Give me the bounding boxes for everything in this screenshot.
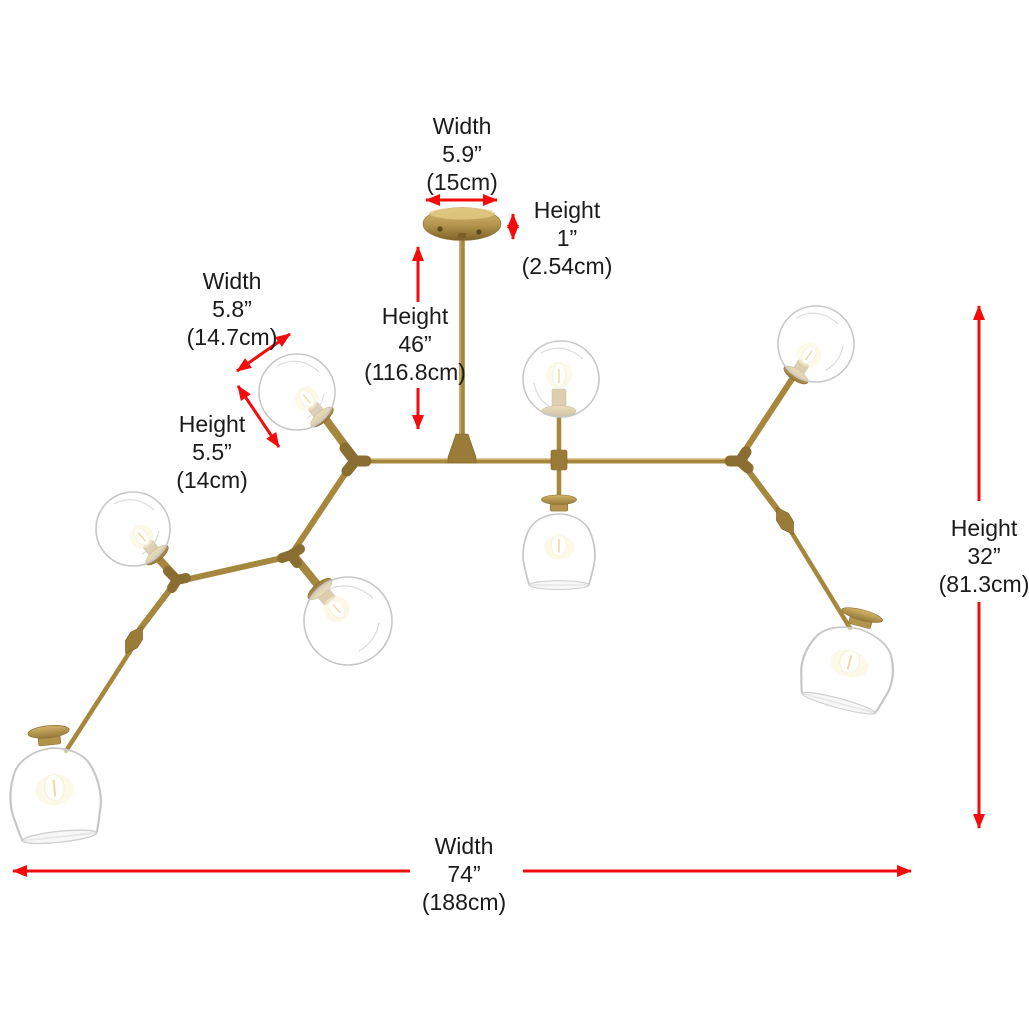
label-canopy-width: Width 5.9” (15cm)	[426, 112, 498, 196]
dim-inches: 5.5”	[192, 439, 232, 465]
label-shade-height: Height 5.5” (14cm)	[176, 410, 248, 494]
dim-metric: (14cm)	[176, 467, 248, 493]
glass-globe-upper-right	[777, 305, 855, 385]
bell-shade-bottom-left	[9, 725, 102, 845]
dim-type: Height	[533, 197, 601, 223]
canopy-screw	[437, 226, 443, 232]
swivel-connector-right	[776, 506, 794, 536]
arm-bottom-left-lower	[63, 647, 134, 754]
dim-metric: (188cm)	[421, 889, 507, 915]
arm-left-lower	[177, 553, 294, 584]
ceiling-canopy	[422, 207, 502, 241]
label-rod-height: Height 46” (116.8cm)	[364, 302, 466, 386]
label-canopy-height: Height 1” (2.54cm)	[522, 196, 613, 280]
label-fixture-height: Height 32” (81.3cm)	[939, 514, 1029, 598]
dim-inches: 1”	[556, 225, 578, 251]
glass-globe-mid-top	[522, 340, 600, 418]
bell-shade-mid-bottom	[522, 494, 596, 590]
swivel-connector-left	[125, 625, 143, 655]
bar-stem-collar	[550, 449, 568, 471]
dim-inches: 32”	[967, 543, 1001, 569]
arm-upper-right	[737, 370, 799, 461]
arrow-shade-width	[236, 332, 291, 373]
glass-globe-left	[95, 491, 171, 567]
joint-left-lower	[163, 566, 191, 593]
dim-inches: 5.9”	[442, 141, 482, 167]
dim-type: Height	[178, 411, 246, 437]
dim-metric: (15cm)	[426, 169, 498, 195]
label-shade-width: Width 5.8” (14.7cm)	[187, 267, 278, 351]
bell-shade-bottom-right	[800, 607, 894, 715]
dim-type: Width	[434, 833, 494, 859]
dim-metric: (81.3cm)	[938, 571, 1029, 597]
dimension-arrows	[12, 194, 985, 877]
branch-joints	[125, 442, 794, 655]
arm-left-branch	[290, 459, 356, 555]
arm-bottom-right-lower	[787, 527, 853, 631]
dim-inches: 5.8”	[212, 296, 252, 322]
dim-metric: (14.7cm)	[186, 324, 278, 350]
joint-left-y	[339, 442, 372, 477]
rod-bar-fitting	[447, 433, 477, 464]
joint-left-mid	[277, 544, 305, 568]
dim-inches: 74”	[447, 861, 481, 887]
dim-metric: (2.54cm)	[521, 253, 613, 279]
dim-type: Width	[432, 113, 492, 139]
canopy-screw	[476, 229, 482, 235]
joint-right-y	[724, 446, 754, 474]
glass-globe-left-mid	[303, 576, 393, 666]
arrow-shade-height	[236, 385, 281, 448]
dim-type: Height	[381, 303, 449, 329]
label-fixture-width: Width 74” (188cm)	[422, 832, 506, 916]
glass-globe-upper-left	[258, 353, 336, 431]
dim-type: Width	[202, 268, 262, 294]
dim-metric: (116.8cm)	[364, 359, 466, 385]
dim-inches: 46”	[398, 331, 432, 357]
dim-type: Height	[950, 515, 1018, 541]
